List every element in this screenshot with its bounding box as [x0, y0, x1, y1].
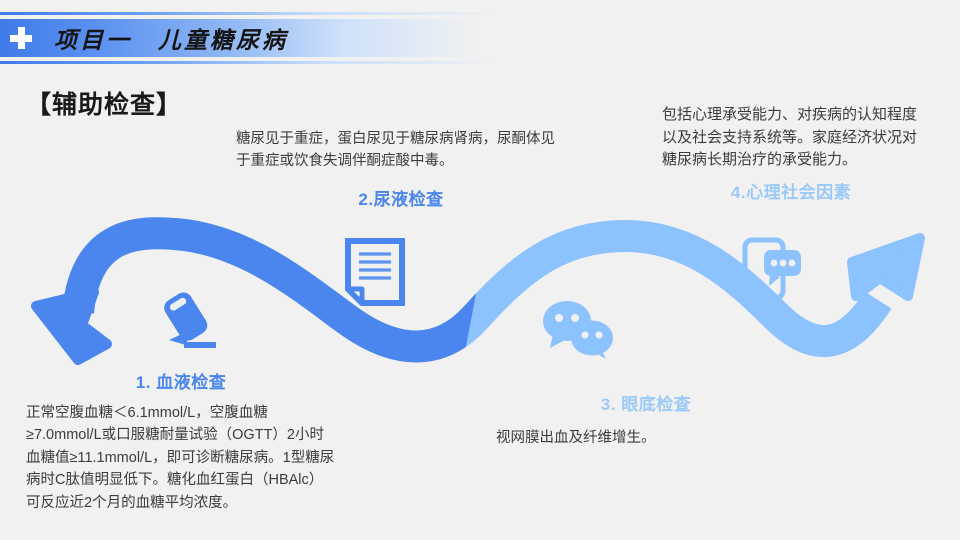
medical-cross-icon	[10, 27, 32, 49]
section-heading-psych: 4.心理社会因素	[730, 182, 852, 202]
section-fundus-exam: 3. 眼底检查 视网膜出血及纤维增生。	[496, 390, 796, 449]
section-urine-test: 糖尿见于重症，蛋白尿见于糖尿病肾病，尿酮体见于重症或饮食失调伴酮症酸中毒。 2.…	[236, 128, 566, 210]
left-arrowhead	[31, 287, 112, 365]
section-heading-blood: 1. 血液检查	[135, 373, 227, 392]
page-title: 【辅助检查】	[26, 91, 183, 119]
banner-body: 项目一 儿童糖尿病	[0, 19, 520, 57]
glucometer-icon	[158, 290, 220, 361]
document-report-icon	[345, 238, 405, 311]
section-body-psych: 包括心理承受能力、对疾病的认知程度以及社会支持系统等。家庭经济状况对糖尿病长期治…	[662, 107, 918, 168]
section-psychosocial-factors: 包括心理承受能力、对疾病的认知程度以及社会支持系统等。家庭经济状况对糖尿病长期治…	[662, 104, 920, 203]
banner-top-rule	[0, 12, 520, 15]
section-heading-urine: 2.尿液检查	[358, 189, 444, 209]
section-body-urine: 糖尿见于重症，蛋白尿见于糖尿病肾病，尿酮体见于重症或饮食失调伴酮症酸中毒。	[236, 131, 555, 170]
header-banner: 项目一 儿童糖尿病	[0, 12, 520, 64]
banner-title: 项目一 儿童糖尿病	[54, 28, 288, 53]
chat-bubbles-icon	[540, 298, 616, 365]
section-body-blood: 正常空腹血糖＜6.1mmol/L，空腹血糖≥7.0mmol/L或口服糖耐量试验（…	[26, 405, 335, 511]
section-blood-test: 1. 血液检查 正常空腹血糖＜6.1mmol/L，空腹血糖≥7.0mmol/L或…	[26, 368, 336, 514]
section-body-fundus: 视网膜出血及纤维增生。	[496, 430, 656, 446]
phone-message-icon	[742, 236, 804, 307]
right-arrowhead	[847, 233, 925, 301]
section-heading-fundus: 3. 眼底检查	[600, 395, 692, 414]
banner-bottom-rule	[0, 61, 520, 64]
